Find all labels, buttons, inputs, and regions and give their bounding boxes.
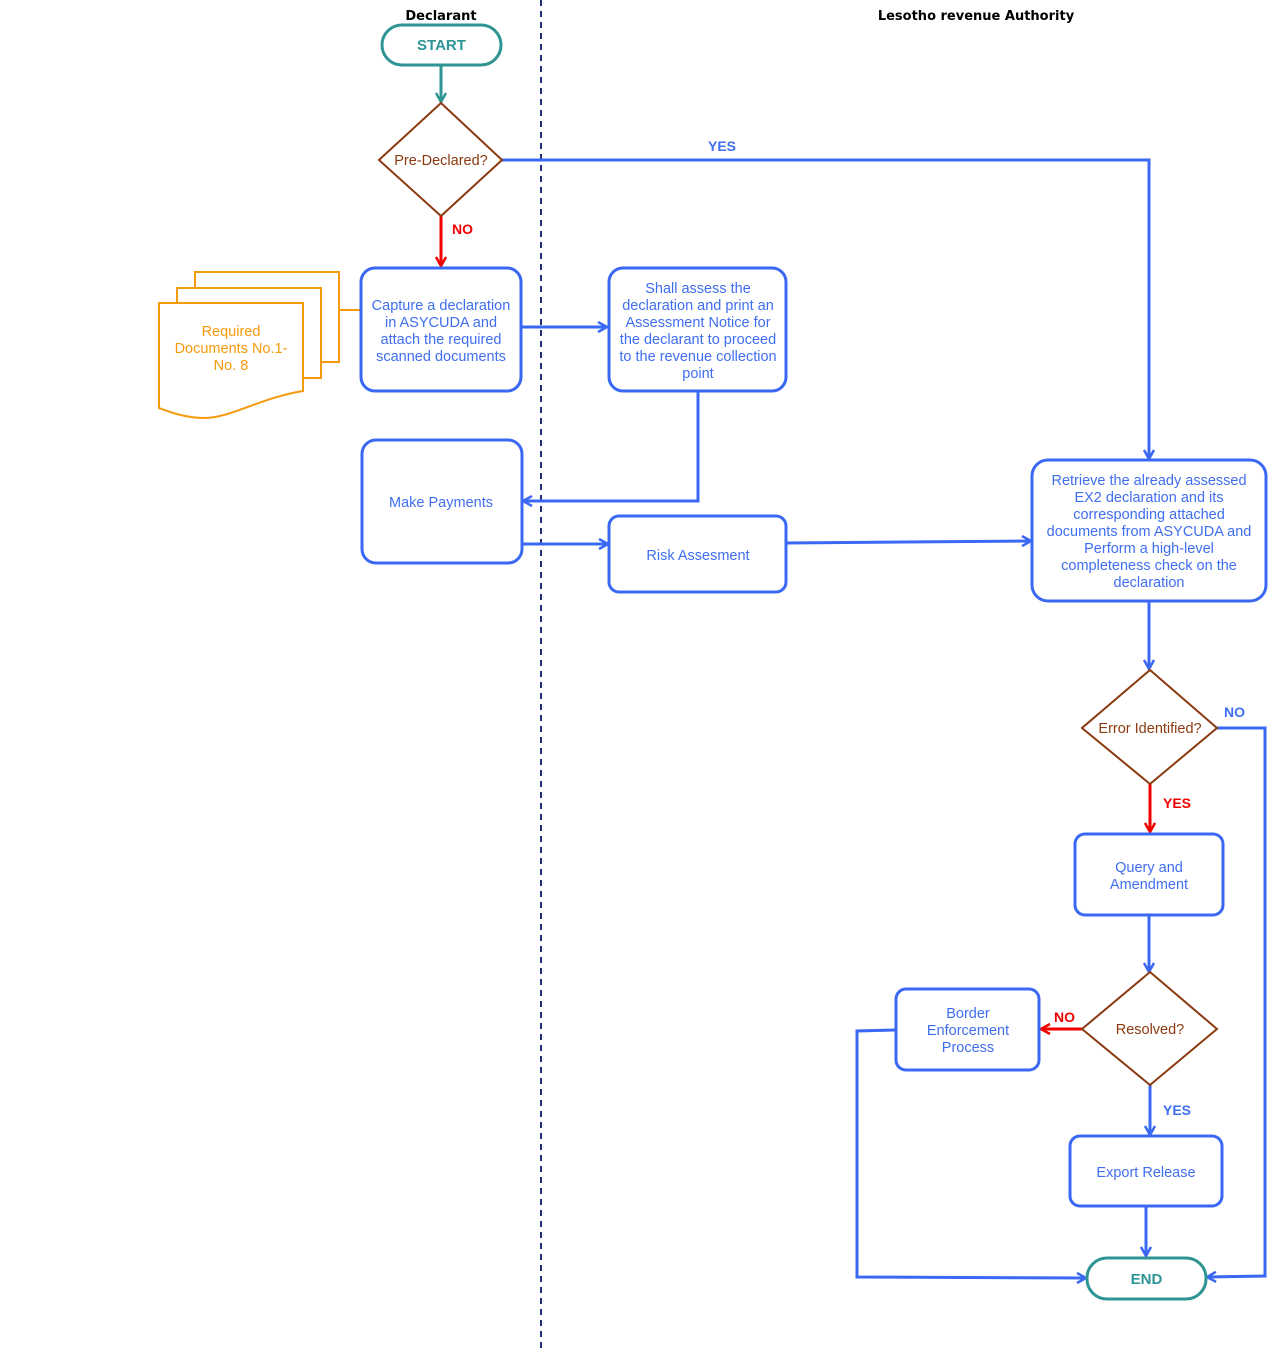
lane-title-declarant: Declarant [405,9,476,24]
pre-declared-diamond [377,101,504,218]
resolved-label: Resolved? [1116,1022,1185,1038]
start-terminal-shape [380,23,503,67]
lane-title-lra: Lesotho revenue Authority [878,9,1075,24]
end-label: END [1131,1271,1163,1288]
risk-label: Risk Assesment [646,548,749,564]
node-risk-assessment[interactable]: Risk Assesment [607,514,788,594]
assess-line-1: Shall assess the [645,281,751,297]
error-identified-diamond [1080,668,1219,786]
document-sheet-front [158,302,304,420]
node-start[interactable]: START [380,23,503,67]
node-border-enforcement[interactable]: Border Enforcement Process [894,987,1041,1072]
retrieve-line-6: completeness check on the [1061,558,1237,574]
capture-line-1: Capture a declaration [372,298,511,314]
required-docs-line-3: No. 8 [214,358,249,374]
edge-label-error-no: NO [1224,704,1245,720]
retrieve-line-7: declaration [1114,575,1185,591]
node-retrieve-declaration[interactable]: Retrieve the already assessed EX2 declar… [1030,458,1268,603]
node-error-identified[interactable]: Error Identified? [1080,668,1219,786]
capture-line-2: in ASYCUDA and [385,315,497,331]
query-line-2: Amendment [1110,877,1188,893]
pre-declared-label: Pre-Declared? [394,153,488,169]
retrieve-line-5: Perform a high-level [1084,541,1214,557]
node-assess-declaration[interactable]: Shall assess the declaration and print a… [607,266,788,393]
retrieve-line-4: documents from ASYCUDA and [1047,524,1252,540]
edge-risk-to-retrieve[interactable] [786,541,1031,543]
node-end[interactable]: END [1085,1256,1208,1301]
error-identified-label: Error Identified? [1098,721,1201,737]
border-box [894,987,1041,1072]
edge-label-resolved-no: NO [1054,1009,1075,1025]
required-docs-line-2: Documents No.1- [175,341,288,357]
edge-assess-to-payments[interactable] [523,391,700,501]
export-release-label: Export Release [1096,1165,1195,1181]
node-required-documents[interactable]: Required Documents No.1- No. 8 [158,271,340,420]
retrieve-line-2: EX2 declaration and its [1074,490,1223,506]
export-release-box [1068,1134,1224,1208]
capture-line-3: attach the required [381,332,502,348]
edge-border-to-end[interactable] [855,1028,1086,1278]
query-line-1: Query and [1115,860,1183,876]
border-line-1: Border [946,1006,990,1022]
risk-box [607,514,788,594]
retrieve-box [1030,458,1268,603]
assess-line-6: point [682,366,713,382]
edge-label-predeclared-yes: YES [708,138,736,154]
node-query-amendment[interactable]: Query and Amendment [1073,832,1225,917]
edge-label-predeclared-no: NO [452,221,473,237]
node-export-release[interactable]: Export Release [1068,1134,1224,1208]
edge-error-no[interactable] [1207,726,1267,1277]
edge-label-resolved-yes: YES [1163,1102,1191,1118]
start-label: START [417,37,466,54]
query-box [1073,832,1225,917]
assess-line-3: Assessment Notice for [625,315,770,331]
border-line-2: Enforcement [927,1023,1009,1039]
retrieve-line-1: Retrieve the already assessed [1051,473,1246,489]
node-pre-declared[interactable]: Pre-Declared? [377,101,504,218]
end-terminal-shape [1085,1256,1208,1301]
border-line-3: Process [942,1040,994,1056]
assess-box [607,266,788,393]
node-make-payments[interactable]: Make Payments [360,438,524,565]
make-payments-box [360,438,524,565]
make-payments-label: Make Payments [389,495,493,511]
required-docs-line-1: Required [202,324,261,340]
capture-box [359,266,523,393]
node-capture-declaration[interactable]: Capture a declaration in ASYCUDA and att… [359,266,523,393]
edge-label-error-yes: YES [1163,795,1191,811]
resolved-diamond [1080,970,1219,1087]
edge-predeclared-yes[interactable] [502,158,1149,459]
assess-line-5: to the revenue collection [619,349,776,365]
assess-line-4: the declarant to proceed [620,332,776,348]
assess-line-2: declaration and print an [622,298,774,314]
node-resolved[interactable]: Resolved? [1080,970,1219,1087]
retrieve-line-3: corresponding attached [1073,507,1225,523]
capture-line-4: scanned documents [376,349,506,365]
